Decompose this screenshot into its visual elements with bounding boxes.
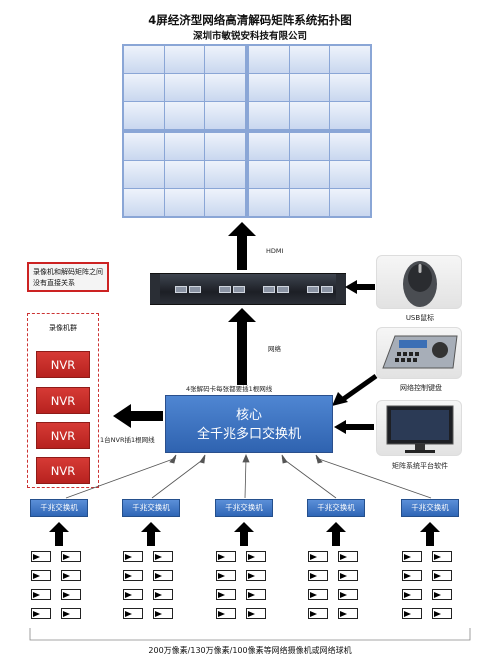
- nvr-group-box: [27, 313, 99, 488]
- network-camera-icon: [246, 551, 266, 562]
- network-camera-icon: [61, 589, 81, 600]
- network-camera-icon: [402, 551, 422, 562]
- arrow-left-icon: [345, 280, 375, 294]
- network-camera-icon: [216, 608, 236, 619]
- network-camera-icon: [31, 589, 51, 600]
- network-camera-icon: [338, 551, 358, 562]
- core-gigabit-switch: 核心 全千兆多口交换机: [165, 395, 333, 453]
- arrow-left-icon: [334, 420, 374, 434]
- network-keyboard: [376, 327, 462, 379]
- arrow-left-icon: [113, 404, 163, 428]
- access-switch: 千兆交换机: [215, 499, 273, 517]
- access-switch: 千兆交换机: [307, 499, 365, 517]
- network-camera-icon: [432, 551, 452, 562]
- arrow-up-icon: [420, 522, 440, 546]
- network-camera-icon: [216, 589, 236, 600]
- network-camera-icon: [338, 608, 358, 619]
- network-camera-icon: [432, 589, 452, 600]
- network-camera-icon: [246, 589, 266, 600]
- network-camera-icon: [432, 570, 452, 581]
- arrow-up-icon: [228, 222, 256, 270]
- network-camera-icon: [123, 551, 143, 562]
- access-switch: 千兆交换机: [401, 499, 459, 517]
- network-camera-icon: [216, 551, 236, 562]
- arrow-up-icon: [49, 522, 69, 546]
- nvr-unit: NVR: [36, 422, 90, 449]
- network-camera-icon: [123, 589, 143, 600]
- platform-software-monitor: [376, 400, 462, 456]
- wall-screen: [249, 46, 370, 129]
- keyboard-label: 网络控制键盘: [400, 384, 442, 392]
- arrow-up-icon: [141, 522, 161, 546]
- network-camera-icon: [153, 589, 173, 600]
- decoder-matrix-device: [150, 273, 346, 305]
- network-camera-icon: [31, 608, 51, 619]
- video-wall: [122, 44, 372, 218]
- usb-mouse: [376, 255, 462, 309]
- software-label: 矩阵系统平台软件: [392, 462, 448, 470]
- network-camera-icon: [153, 570, 173, 581]
- network-camera-icon: [308, 570, 328, 581]
- network-camera-icon: [308, 551, 328, 562]
- network-camera-icon: [308, 608, 328, 619]
- diagram-title: 4屏经济型网络高清解码矩阵系统拓扑图: [148, 13, 352, 27]
- arrow-up-icon: [234, 522, 254, 546]
- wall-screen: [124, 46, 245, 129]
- network-camera-icon: [402, 570, 422, 581]
- decoder-cable-note: 4张解码卡每张都要插1根网线: [186, 385, 273, 393]
- core-label: 核心: [235, 408, 262, 423]
- network-camera-icon: [402, 608, 422, 619]
- relation-note: 录像机和解码矩阵之间没有直接关系: [27, 262, 109, 292]
- nvr-cable-note: 1台NVR插1根网线: [100, 436, 155, 444]
- nvr-group-label: 录像机群: [49, 324, 77, 332]
- arrow-up-icon: [326, 522, 346, 546]
- network-camera-icon: [123, 570, 143, 581]
- company-name: 深圳市敏锐安科技有限公司: [192, 31, 307, 42]
- access-switch: 千兆交换机: [30, 499, 88, 517]
- network-camera-icon: [123, 608, 143, 619]
- nvr-unit: NVR: [36, 457, 90, 484]
- nvr-unit: NVR: [36, 387, 90, 414]
- network-camera-icon: [61, 570, 81, 581]
- access-switch: 千兆交换机: [122, 499, 180, 517]
- wall-screen: [124, 133, 245, 216]
- network-camera-icon: [402, 589, 422, 600]
- network-camera-icon: [338, 570, 358, 581]
- network-camera-icon: [216, 570, 236, 581]
- network-camera-icon: [61, 608, 81, 619]
- network-camera-icon: [246, 570, 266, 581]
- core-description: 全千兆多口交换机: [196, 427, 301, 442]
- network-camera-icon: [153, 551, 173, 562]
- hdmi-label: HDMI: [266, 247, 284, 255]
- network-camera-icon: [432, 608, 452, 619]
- arrow-diagonal-icon: [332, 373, 378, 406]
- network-label: 网络: [268, 345, 281, 353]
- network-camera-icon: [153, 608, 173, 619]
- nvr-unit: NVR: [36, 351, 90, 378]
- network-camera-icon: [308, 589, 328, 600]
- network-camera-icon: [31, 570, 51, 581]
- network-camera-icon: [31, 551, 51, 562]
- camera-description: 200万像素/130万像素/100像素等网络摄像机或网络球机: [148, 646, 352, 655]
- network-camera-icon: [61, 551, 81, 562]
- wall-screen: [249, 133, 370, 216]
- arrow-up-icon: [228, 308, 256, 385]
- mouse-label: USB鼠标: [405, 314, 435, 322]
- network-camera-icon: [246, 608, 266, 619]
- network-camera-icon: [338, 589, 358, 600]
